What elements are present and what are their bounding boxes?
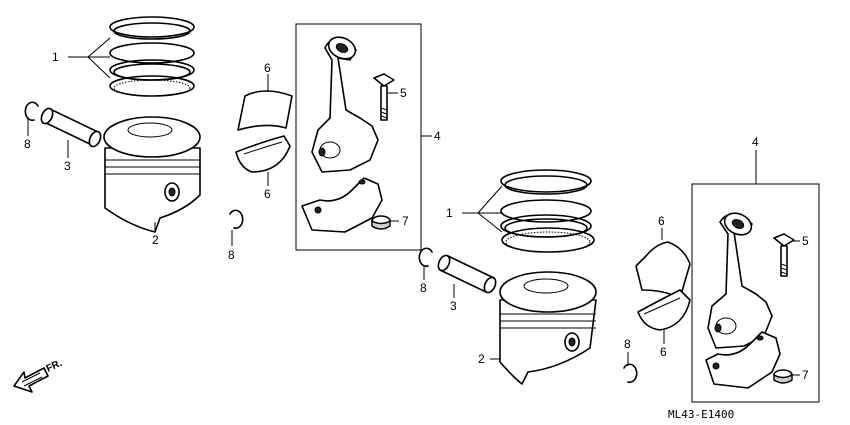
callout-6-right-b: 6 xyxy=(660,345,667,359)
conrod-assy-box-left xyxy=(295,23,422,251)
callout-8-right-a: 8 xyxy=(420,281,427,295)
piston-right xyxy=(499,271,597,385)
bearing-upper-left xyxy=(237,90,293,131)
connecting-rod-left xyxy=(311,36,379,173)
piston-pin-right xyxy=(437,254,497,294)
piston-rings-left xyxy=(109,16,195,97)
callout-3-left: 3 xyxy=(64,159,71,173)
callout-5-left: 5 xyxy=(400,86,407,100)
callout-7-right: 7 xyxy=(802,368,809,382)
pin-clip-left-b xyxy=(229,209,244,230)
callout-6-left-b: 6 xyxy=(264,187,271,201)
callout-1-left: 1 xyxy=(52,50,59,64)
callout-2-left: 2 xyxy=(152,233,159,247)
pin-clip-right-a xyxy=(418,247,433,268)
conrod-cap-right xyxy=(705,331,781,389)
conrod-cap-left xyxy=(301,177,383,233)
pin-clip-left-a xyxy=(24,101,39,122)
front-arrow-icon xyxy=(13,367,49,393)
callout-2-right: 2 xyxy=(478,352,485,366)
callout-8-right-b: 8 xyxy=(624,337,631,351)
piston-pin-left xyxy=(40,107,102,148)
callout-leader-1-left xyxy=(68,37,111,79)
callout-3-right: 3 xyxy=(450,299,457,313)
rod-bolt-left xyxy=(373,73,395,121)
bearing-upper-right xyxy=(635,241,691,299)
front-marker-label: FR. xyxy=(45,358,64,375)
nut-right xyxy=(773,369,793,384)
pin-clip-right-b xyxy=(623,363,638,384)
callout-6-right-a: 6 xyxy=(658,214,665,228)
diagram-code: ML43-E1400 xyxy=(668,408,734,421)
rod-bolt-right xyxy=(773,233,795,277)
piston-left xyxy=(103,116,201,233)
callout-8-left-a: 8 xyxy=(24,137,31,151)
callout-4-left: 4 xyxy=(434,129,441,143)
nut-left xyxy=(371,215,391,230)
callout-8-left-b: 8 xyxy=(228,248,235,262)
callout-6-left-a: 6 xyxy=(264,61,271,75)
callout-leader-1-right xyxy=(462,185,503,233)
connecting-rod-right xyxy=(707,212,773,349)
callout-7-left: 7 xyxy=(402,214,409,228)
bearing-lower-right xyxy=(637,289,691,331)
bearing-lower-left xyxy=(235,135,291,173)
callout-4-right: 4 xyxy=(752,135,759,149)
callout-5-right: 5 xyxy=(802,234,809,248)
piston-rings-right xyxy=(500,169,595,253)
callout-1-right: 1 xyxy=(446,206,453,220)
